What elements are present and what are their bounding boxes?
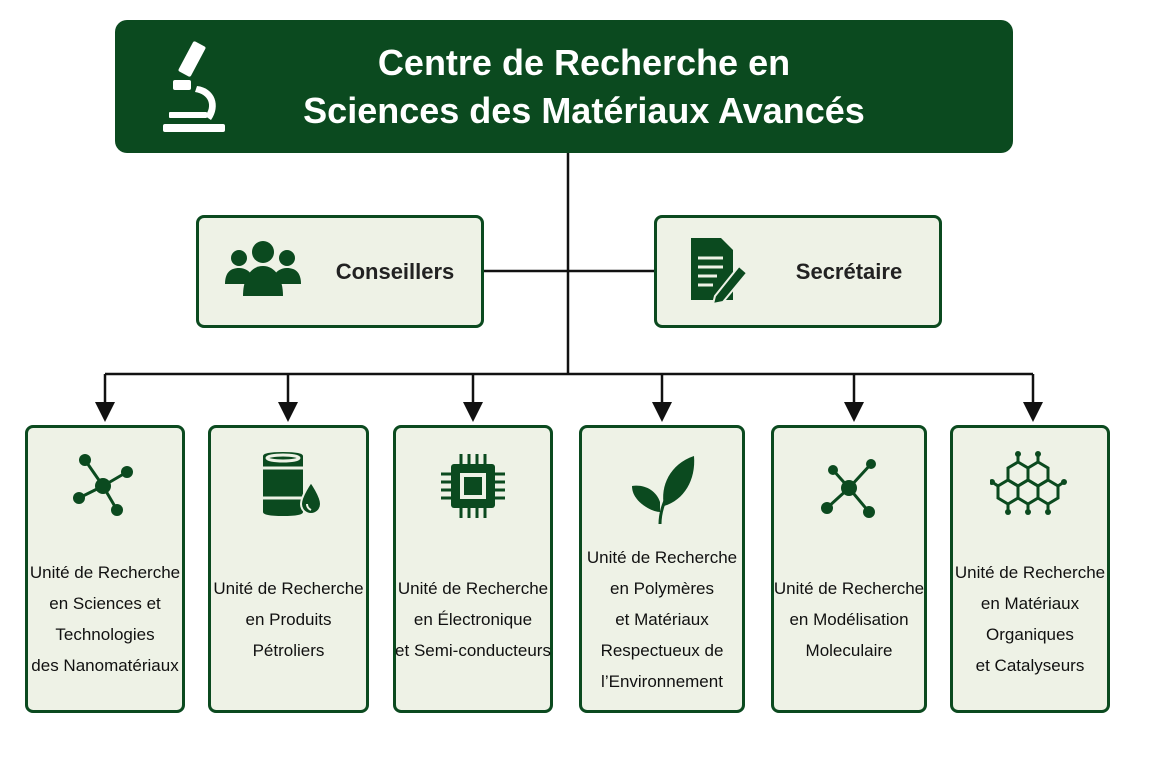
research-unit-polymers: Unité de Recherche en Polymères et Matér… [579, 425, 745, 713]
unit-label-line: et Matériaux [615, 609, 709, 629]
unit-label-line: en Électronique [413, 609, 533, 629]
hexagon-lattice-icon [990, 451, 1067, 515]
title-line-2: Sciences des Matériaux Avancés [303, 89, 865, 131]
research-unit-nanomaterials: Unité de Recherche en Sciences et Techno… [25, 425, 185, 713]
unit-label-line: Unité de Recherche [586, 547, 738, 567]
research-unit-petroleum: Unité de Recherche en Produits Pétrolier… [208, 425, 369, 713]
unit-label-line: des Nanomatériaux [31, 656, 179, 675]
document-pen-icon [691, 238, 747, 304]
unit-label: Unité de Recherche en Produits Pétrolier… [213, 536, 364, 702]
secretary-label: Secrétaire [795, 258, 903, 284]
unit-label-line: Unité de Recherche [213, 578, 364, 598]
secretary-box: Secrétaire [654, 215, 942, 328]
organization-title: Centre de Recherche en Sciences des Maté… [115, 39, 1013, 135]
organization-header: Centre de Recherche en Sciences des Maté… [115, 20, 1013, 153]
unit-label-line: Unité de Recherche [773, 578, 925, 598]
microchip-icon [441, 454, 505, 518]
unit-label-line: et Semi-conducteurs [395, 640, 551, 660]
unit-label-line: Organiques [986, 625, 1074, 644]
unit-label-line: Technologies [55, 625, 155, 644]
oil-barrel-icon [262, 452, 322, 516]
unit-label-line: en Polymères [610, 578, 714, 598]
microscope-icon [163, 41, 225, 132]
unit-label: Unité de Recherche en Sciences et Techno… [29, 536, 181, 702]
unit-label-line: l’Environnement [601, 671, 723, 691]
advisors-box: Conseillers [196, 215, 484, 328]
group-icon [225, 241, 301, 296]
research-unit-organic-materials: Unité de Recherche en Matériaux Organiqu… [950, 425, 1110, 713]
unit-label-line: en Matériaux [980, 594, 1080, 613]
unit-label-line: en Modélisation [789, 609, 909, 629]
molecule-icon [73, 454, 133, 516]
advisors-label: Conseillers [335, 258, 455, 284]
unit-label: Unité de Recherche en Matériaux Organiqu… [954, 536, 1106, 702]
unit-label-line: Pétroliers [252, 640, 325, 660]
unit-label-line: Moleculaire [805, 640, 893, 660]
unit-label-line: Respectueux de [600, 640, 724, 660]
unit-label: Unité de Recherche en Polymères et Matér… [586, 536, 738, 702]
unit-label-line: et Catalyseurs [975, 656, 1085, 675]
unit-label-line: Unité de Recherche [954, 563, 1106, 582]
leaf-icon [632, 456, 695, 525]
title-line-1: Centre de Recherche en [377, 41, 791, 83]
research-unit-electronics: Unité de Recherche en Électronique et Se… [393, 425, 553, 713]
unit-label-line: Unité de Recherche [397, 578, 549, 598]
research-unit-molecular-modeling: Unité de Recherche en Modélisation Molec… [771, 425, 927, 713]
unit-label-line: en Sciences et [49, 594, 161, 613]
unit-label-line: en Produits [245, 609, 332, 629]
unit-label: Unité de Recherche en Modélisation Molec… [774, 536, 924, 702]
unit-label: Unité de Recherche en Électronique et Se… [395, 536, 551, 702]
unit-label-line: Unité de Recherche [29, 563, 181, 582]
molecule-model-icon [821, 459, 876, 518]
